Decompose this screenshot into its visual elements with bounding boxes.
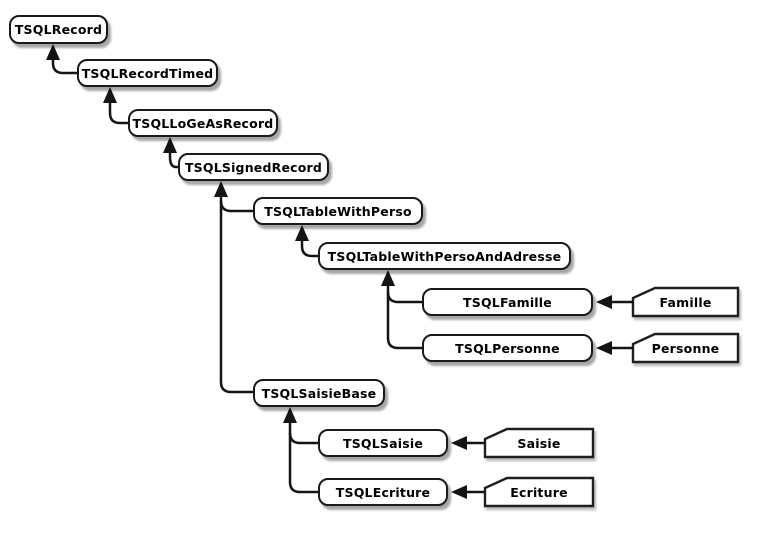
arrowhead-up-twpa [381, 270, 395, 286]
edge-twpa-to-twp [300, 241, 318, 258]
class-node-tsqlrecord: TSQLRecord [9, 15, 108, 44]
class-node-tsqllogeasrecord: TSQLLoGeAsRecord [128, 109, 278, 137]
arrowhead-up-logeas [163, 137, 177, 153]
edge-branch-tsqlsaisie [288, 432, 318, 445]
edge-branch-tsqlfamille [386, 291, 422, 304]
arrowhead-up-signed [214, 181, 228, 197]
arrowhead-left-tsqlecriture [451, 485, 467, 499]
class-node-tsqlsaisie: TSQLSaisie [318, 429, 448, 457]
class-node-tsqltablewithperso: TSQLTableWithPerso [253, 197, 423, 225]
edge-logeas-to-recordtimed [108, 103, 128, 125]
edge-trunk-twpa-children [386, 286, 422, 350]
card-label-ecriture: Ecriture [510, 484, 568, 500]
edge-trunk-saisiebase-children [288, 423, 318, 494]
edge-branch-tablewithperso [219, 200, 253, 213]
arrowhead-left-tsqlpersonne [596, 341, 612, 355]
card-shape-ecriture [483, 476, 595, 508]
class-node-tsqlpersonne: TSQLPersonne [422, 334, 593, 362]
edge-trunk-signed-children [219, 197, 253, 394]
class-node-tsqlfamille: TSQLFamille [422, 288, 593, 316]
card-shape-famille [631, 286, 740, 318]
class-node-tsqlrecordtimed: TSQLRecordTimed [77, 59, 218, 87]
edge-recordtimed-to-record [51, 60, 77, 75]
class-node-tsqlsignedrecord: TSQLSignedRecord [178, 153, 329, 181]
card-shape-personne [631, 332, 740, 364]
arrowhead-up-recordtimed [103, 87, 117, 103]
class-node-tsqlecriture: TSQLEcriture [318, 478, 448, 506]
arrowhead-left-tsqlsaisie [451, 436, 467, 450]
class-node-tsqlsaisiebase: TSQLSaisieBase [253, 379, 385, 407]
card-label-personne: Personne [651, 340, 720, 356]
arrowhead-up-saisiebase [283, 407, 297, 423]
arrowhead-up-tablewithperso [295, 225, 309, 241]
arrowhead-left-tsqlfamille [596, 295, 612, 309]
arrowhead-up-record [46, 44, 60, 60]
card-label-saisie: Saisie [517, 435, 561, 451]
edge-signed-to-logeas [168, 153, 178, 169]
card-label-famille: Famille [659, 294, 712, 310]
class-node-tsqltablewithpersoandadresse: TSQLTableWithPersoAndAdresse [318, 242, 571, 270]
card-shape-saisie [483, 427, 595, 459]
